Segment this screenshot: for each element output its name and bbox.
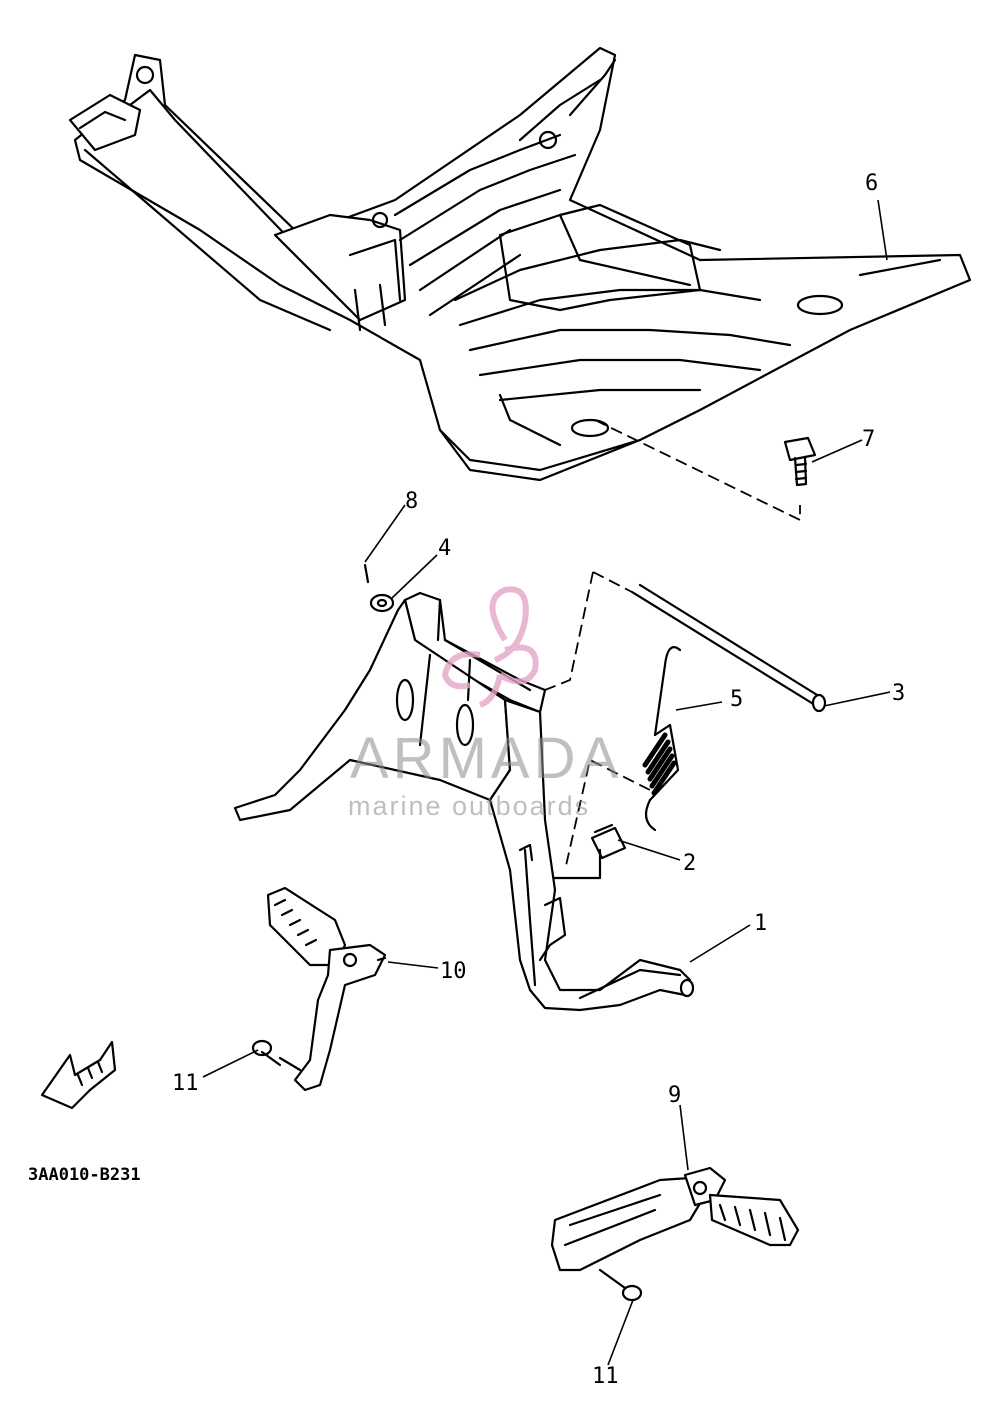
watermark-title: ARMADA: [350, 726, 622, 791]
part-number-label: 11: [592, 1364, 619, 1389]
part-number-label: 10: [440, 959, 467, 984]
part-number-label: 1: [754, 911, 767, 936]
right-footrest-part: [550, 1166, 800, 1272]
part-number-label: 2: [683, 851, 696, 876]
shaft-part: [630, 583, 827, 713]
part-number-label: 9: [668, 1083, 681, 1108]
part-number-label: 6: [865, 171, 878, 196]
part-number-label: 8: [405, 489, 418, 514]
washer-part: [369, 593, 395, 613]
assembly-guide-line: [544, 571, 633, 691]
part-number-label: 11: [172, 1071, 199, 1096]
part-number-label: 7: [862, 427, 875, 452]
spring-part: [642, 646, 682, 832]
part-number-label: 3: [892, 681, 905, 706]
left-footrest-part: [266, 886, 387, 1092]
watermark: ARMADA marine outboards: [348, 586, 622, 821]
stopper-part: [548, 823, 627, 880]
watermark-subtitle: marine outboards: [348, 791, 590, 821]
floor-board-part: [68, 46, 972, 482]
part-number-label: 4: [438, 536, 451, 561]
part-number-label: 5: [730, 687, 743, 712]
footrest-bolt-part: [598, 1268, 643, 1302]
assembly-guide-line: [594, 419, 801, 522]
part-number-labels: 6 7 8 4 5 3 2 1 10 11 9 11: [172, 171, 905, 1389]
pin-part: [363, 563, 370, 584]
watermark-logo-icon: [441, 586, 539, 708]
footrest-bolt-part: [251, 1039, 302, 1072]
diagram-code: 3AA010-B231: [28, 1165, 141, 1185]
assembly-guide-line: [564, 758, 651, 871]
bolt-part: [783, 436, 817, 487]
forward-direction-arrow: [40, 1040, 117, 1110]
leader-lines: [202, 199, 891, 1366]
